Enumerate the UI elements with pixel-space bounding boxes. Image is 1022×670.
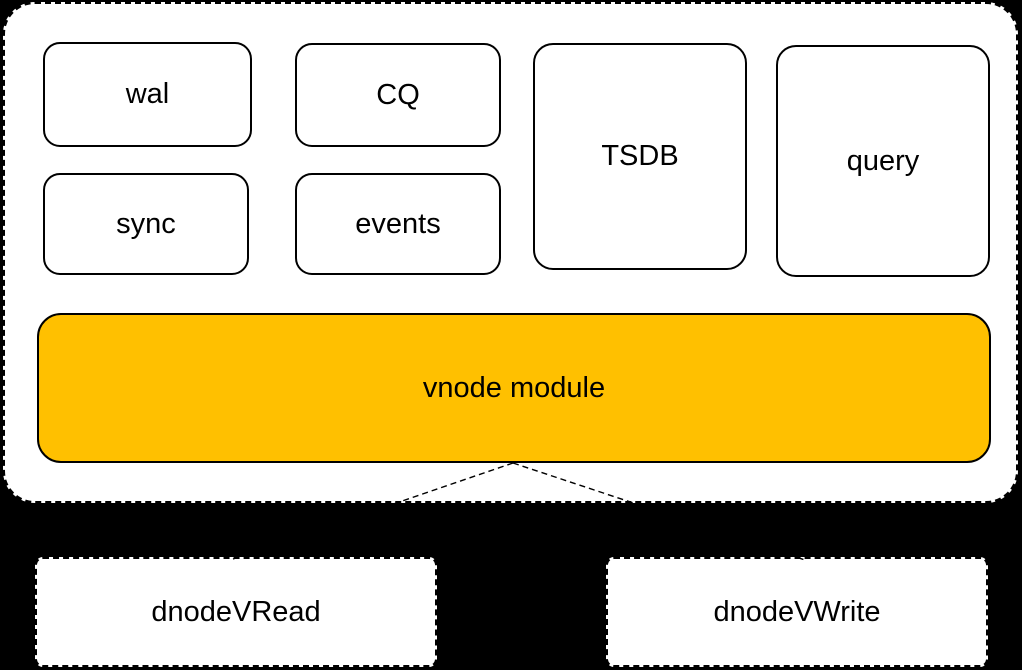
dnode-vwrite-label: dnodeVWrite bbox=[713, 595, 881, 628]
module-label-cq: CQ bbox=[376, 78, 420, 111]
dnode-vwrite-box: dnodeVWrite bbox=[606, 557, 988, 667]
module-box-cq: CQ bbox=[295, 43, 501, 147]
vnode-group-container: wal CQ sync events TSDB query vnode modu… bbox=[3, 2, 1018, 503]
module-box-query: query bbox=[776, 45, 990, 277]
vnode-module-label: vnode module bbox=[422, 371, 606, 404]
module-box-tsdb: TSDB bbox=[533, 43, 747, 270]
module-label-tsdb: TSDB bbox=[601, 140, 679, 172]
module-box-sync: sync bbox=[43, 173, 249, 275]
module-label-query: query bbox=[846, 144, 920, 177]
module-label-sync: sync bbox=[116, 207, 176, 240]
module-box-wal: wal bbox=[43, 42, 252, 147]
module-label-events: events bbox=[355, 207, 441, 240]
module-box-events: events bbox=[295, 173, 501, 275]
dnode-vread-label: dnodeVRead bbox=[151, 595, 321, 628]
dnode-vread-box: dnodeVRead bbox=[35, 557, 437, 667]
vnode-module-bar: vnode module bbox=[37, 313, 991, 463]
module-label-wal: wal bbox=[125, 78, 170, 110]
